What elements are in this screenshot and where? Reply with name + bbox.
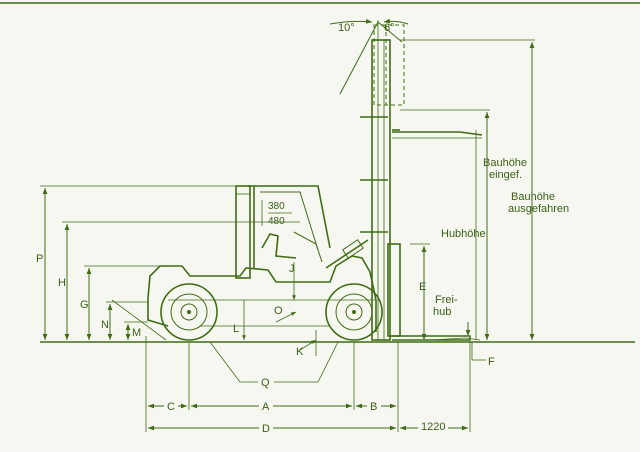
rear-wheel — [160, 283, 218, 341]
dim-label-j: J — [289, 263, 295, 275]
front-wheel — [325, 283, 383, 341]
dim-label-b: B — [370, 401, 377, 413]
dim-label-g: G — [80, 299, 89, 311]
dim-label-m: M — [132, 327, 141, 339]
cabin-height-380: 380 — [268, 201, 285, 212]
bauhoehe-eingef-label-2: eingef. — [489, 169, 522, 181]
horizontal-dimensions — [145, 336, 471, 432]
truck-body — [147, 185, 377, 332]
bauhoehe-ausgef-label-2: ausgefahren — [508, 203, 569, 215]
dim-label-a: A — [262, 401, 270, 413]
mast — [360, 24, 483, 341]
tilt-back-angle: 10° — [338, 22, 355, 34]
dim-label-p: P — [36, 253, 43, 265]
dim-label-h: H — [58, 277, 66, 289]
bauhoehe-ausgef-label-1: Bauhöhe — [511, 191, 555, 203]
dim-label-f: F — [488, 356, 495, 368]
dim-label-o: O — [274, 305, 283, 317]
tilt-angles — [329, 18, 409, 95]
dim-label-l: L — [233, 323, 239, 335]
bauhoehe-eingef-label-1: Bauhöhe — [483, 157, 527, 169]
dim-label-q: Q — [261, 377, 270, 389]
dim-label-n: N — [101, 319, 109, 331]
height-dimensions — [40, 185, 300, 341]
hubhoehe-label: Hubhöhe — [441, 228, 486, 240]
freihub-label-2: hub — [433, 306, 451, 318]
dim-label-c: C — [167, 401, 175, 413]
dim-label-e: E — [419, 281, 426, 293]
cabin-height-480: 480 — [268, 216, 285, 227]
right-height-dimensions — [400, 39, 535, 361]
dim-label-d: D — [262, 423, 270, 435]
tilt-forward-angle: 6° — [384, 22, 395, 34]
dim-label-k: K — [296, 346, 304, 358]
inner-dimensions — [242, 262, 317, 356]
fork-length-1220: 1220 — [421, 421, 445, 433]
freihub-label-1: Frei- — [435, 294, 458, 306]
